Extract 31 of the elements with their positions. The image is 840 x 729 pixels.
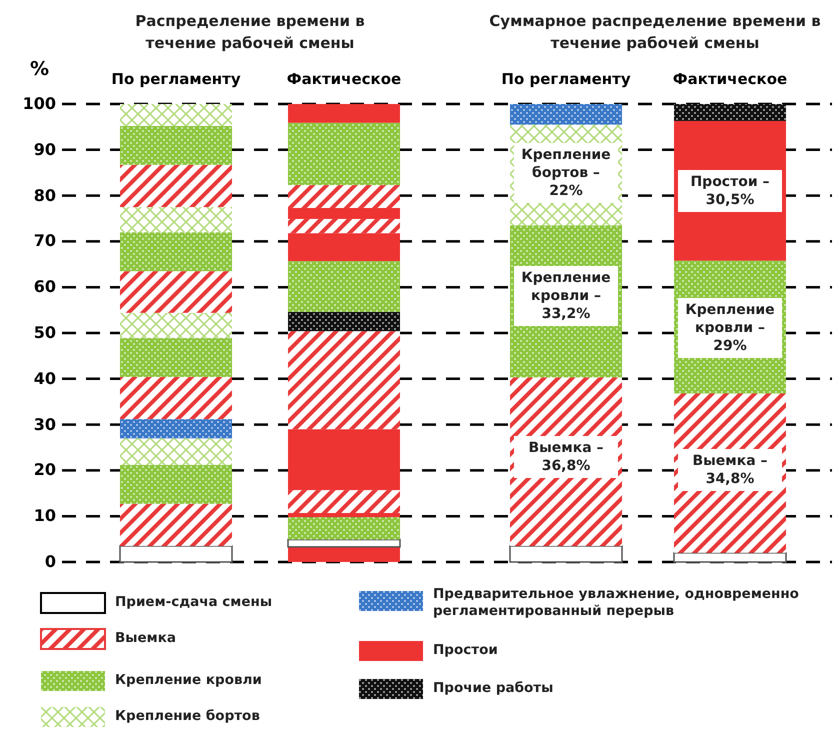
category-label: По регламенту (110, 70, 242, 88)
axis-tick-label: 0 (44, 552, 56, 571)
data-label: Крепление бортов – 22% (514, 142, 618, 203)
axis-tick-label: 70 (32, 231, 56, 250)
legend-label: Крепление кровли (115, 672, 263, 689)
axis-tick-label: 10 (32, 506, 56, 526)
axis-tick-label: 40 (32, 368, 56, 388)
legend-label: Прочие работы (433, 680, 554, 697)
axis-tick-label: 30 (32, 414, 56, 434)
data-label: Выемка – 36,8% (514, 436, 618, 478)
category-label: Фактическое (672, 70, 788, 88)
chart-title: Суммарное распределение времени в течение рабочей смены (488, 11, 822, 54)
axis-label: % (30, 58, 50, 80)
data-label: Крепление кровли – 29% (678, 298, 782, 358)
data-label: Выемка – 34,8% (678, 449, 782, 492)
axis-tick-label: 90 (32, 140, 56, 159)
axis-tick-label: 50 (32, 323, 56, 342)
chart-title: Распределение времени в течение рабочей смены (134, 11, 366, 54)
data-label: Простои – 30,5% (678, 170, 782, 212)
data-label: Крепление кровли – 33,2% (514, 266, 618, 326)
legend-label: Предварительное увлажнение, одновременно регламентированный перерыв (433, 586, 800, 620)
legend-label: Крепление бортов (115, 708, 261, 725)
category-label: Фактическое (286, 70, 402, 88)
axis-tick-label: 20 (32, 460, 56, 480)
axis-tick-label: 60 (32, 277, 56, 296)
legend-label: Выемка (115, 630, 177, 647)
category-label: По регламенту (500, 70, 632, 88)
axis-tick-label: 80 (32, 186, 56, 205)
legend-label: Простои (433, 642, 499, 659)
legend-label: Прием-сдача смены (115, 594, 274, 611)
axis-tick-label: 100 (22, 94, 56, 113)
